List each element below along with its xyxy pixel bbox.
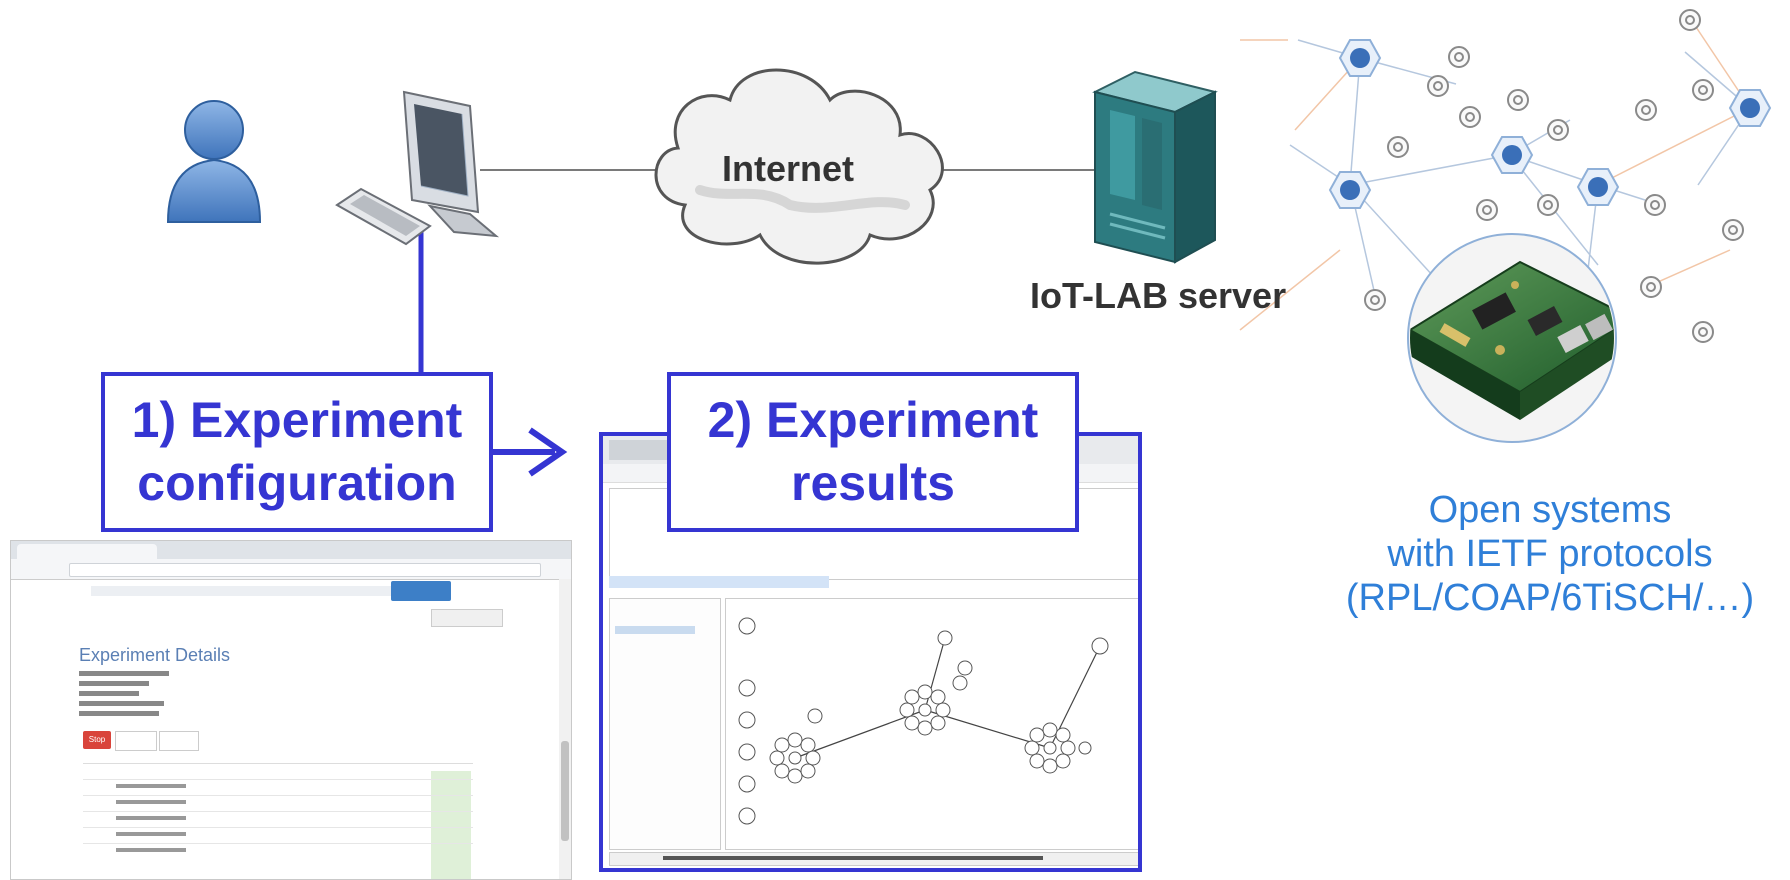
browser-stop-button: Stop (83, 731, 111, 749)
server-rack-icon (1092, 70, 1218, 264)
cloud-icon (654, 68, 944, 265)
open-systems-line1: Open systems (1428, 489, 1672, 531)
browser-screenshot: Experiment Details Stop (10, 540, 572, 880)
internet-label: Internet (722, 148, 855, 189)
open-systems-caption: Open systems with IETF protocols (RPL/CO… (1330, 488, 1770, 620)
browser-page-title: Experiment Details (79, 645, 231, 665)
circuit-board-photo (1407, 233, 1617, 443)
arrow-head (528, 427, 568, 477)
user-icon (166, 100, 262, 223)
callout-results-line1: 2) Experiment (707, 392, 1039, 448)
sensor-nodes (1364, 9, 1744, 343)
callout-config-line2: configuration (137, 455, 457, 511)
callout-results-line2: results (791, 455, 955, 511)
callout-experiment-results: 2) Experiment results (667, 372, 1079, 532)
gateway-nodes (1328, 39, 1772, 209)
server-label: IoT-LAB server (1030, 275, 1287, 316)
callout-config-line1: 1) Experiment (131, 392, 463, 448)
results-network-graph (738, 617, 1109, 825)
open-systems-line2: with IETF protocols (1387, 533, 1713, 575)
callout-experiment-configuration: 1) Experiment configuration (101, 372, 493, 532)
desktop-computer-icon (335, 90, 500, 246)
open-systems-line3: (RPL/COAP/6TiSCH/…) (1345, 577, 1755, 619)
